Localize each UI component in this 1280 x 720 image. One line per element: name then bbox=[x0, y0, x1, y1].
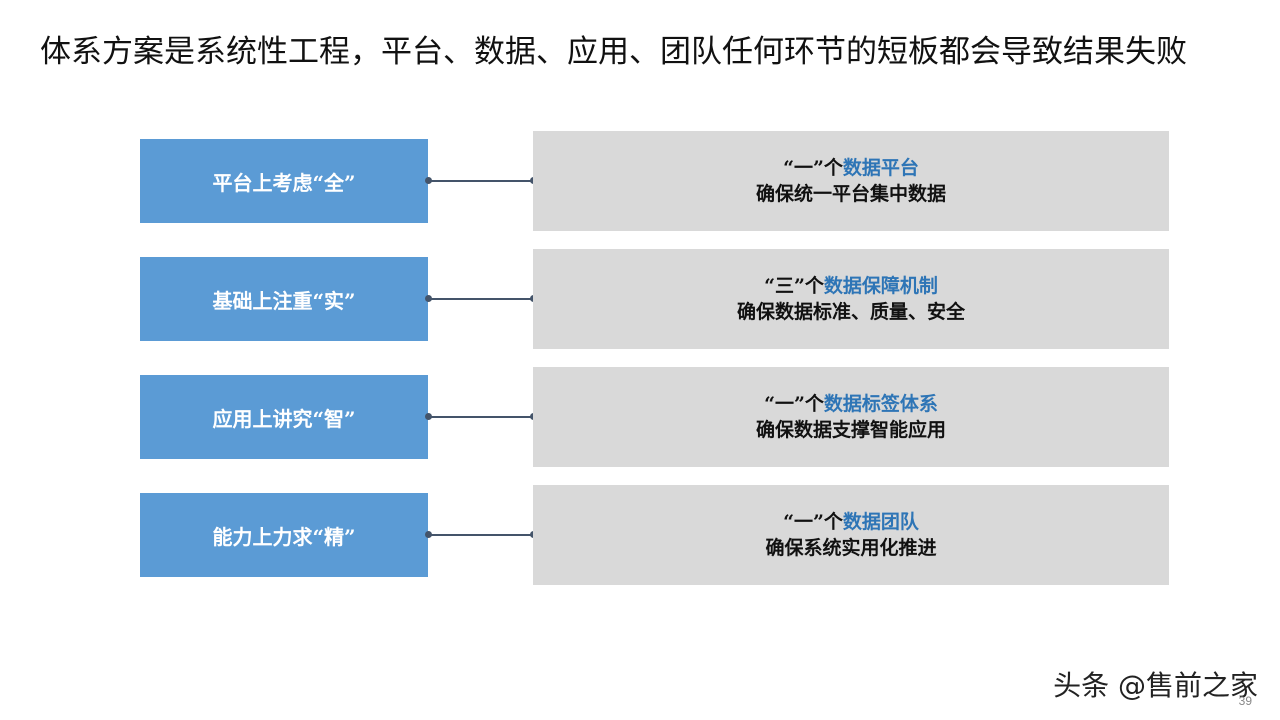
detail-prefix: “三”个 bbox=[764, 275, 824, 297]
row-detail-box: “三”个数据保障机制 确保数据标准、质量、安全 bbox=[533, 249, 1169, 349]
connector-line bbox=[428, 416, 533, 418]
detail-line-2: 确保数据标准、质量、安全 bbox=[736, 301, 965, 323]
detail-highlight: 数据标签体系 bbox=[823, 393, 938, 415]
row-detail-box: “一”个数据标签体系 确保数据支撑智能应用 bbox=[533, 367, 1169, 467]
row-application: 应用上讲究“智” “一”个数据标签体系 确保数据支撑智能应用 bbox=[0, 367, 1280, 467]
connector-dot-left bbox=[425, 177, 432, 184]
page-number: 39 bbox=[1238, 694, 1252, 708]
row-label-box: 基础上注重“实” bbox=[140, 257, 428, 341]
connector-dot-left bbox=[425, 413, 432, 420]
detail-line-2: 确保统一平台集中数据 bbox=[755, 183, 946, 205]
detail-line-1: “三”个数据保障机制 bbox=[764, 273, 938, 299]
row-detail-box: “一”个数据平台 确保统一平台集中数据 bbox=[533, 131, 1169, 231]
detail-prefix: “一”个 bbox=[783, 511, 843, 533]
watermark-text: 头条 @售前之家 bbox=[1053, 669, 1258, 702]
row-label-box: 应用上讲究“智” bbox=[140, 375, 428, 459]
detail-line-1: “一”个数据标签体系 bbox=[764, 391, 938, 417]
connector-line bbox=[428, 180, 533, 182]
detail-prefix: “一”个 bbox=[783, 157, 843, 179]
row-foundation: 基础上注重“实” “三”个数据保障机制 确保数据标准、质量、安全 bbox=[0, 249, 1280, 349]
detail-highlight: 数据团队 bbox=[842, 511, 919, 533]
connector-dot-left bbox=[425, 295, 432, 302]
detail-line-1: “一”个数据平台 bbox=[783, 155, 919, 181]
slide-title: 体系方案是系统性工程，平台、数据、应用、团队任何环节的短板都会导致结果失败 bbox=[40, 34, 1187, 70]
connector-line bbox=[428, 298, 533, 300]
connector-dot-left bbox=[425, 531, 432, 538]
detail-prefix: “一”个 bbox=[764, 393, 824, 415]
connector-line bbox=[428, 534, 533, 536]
detail-highlight: 数据保障机制 bbox=[823, 275, 938, 297]
detail-line-2: 确保系统实用化推进 bbox=[765, 537, 937, 559]
detail-highlight: 数据平台 bbox=[842, 157, 919, 179]
row-label-box: 能力上力求“精” bbox=[140, 493, 428, 577]
row-label-box: 平台上考虑“全” bbox=[140, 139, 428, 223]
detail-line-1: “一”个数据团队 bbox=[783, 509, 919, 535]
row-capability: 能力上力求“精” “一”个数据团队 确保系统实用化推进 bbox=[0, 485, 1280, 585]
row-platform: 平台上考虑“全” “一”个数据平台 确保统一平台集中数据 bbox=[0, 131, 1280, 231]
row-detail-box: “一”个数据团队 确保系统实用化推进 bbox=[533, 485, 1169, 585]
detail-line-2: 确保数据支撑智能应用 bbox=[755, 419, 946, 441]
